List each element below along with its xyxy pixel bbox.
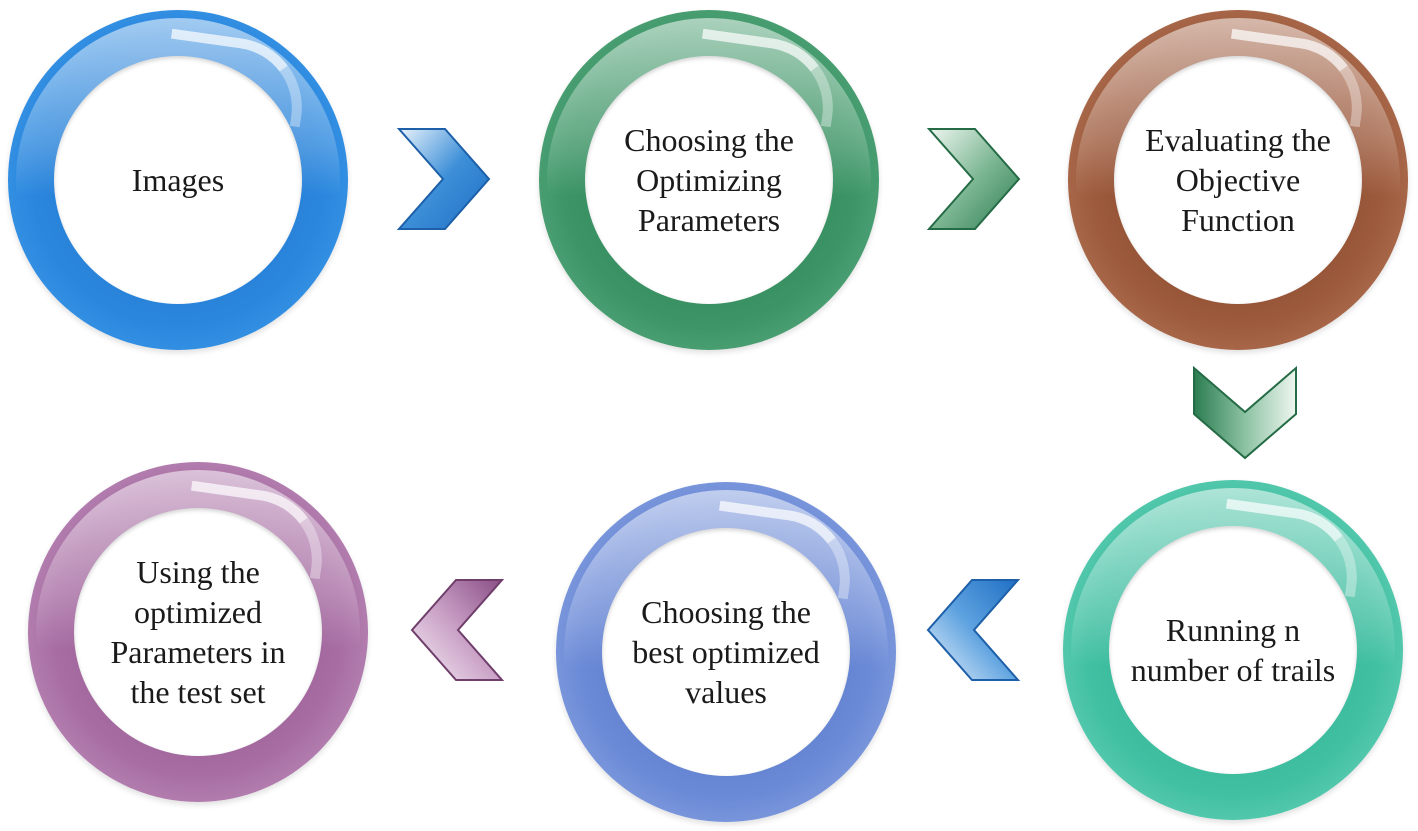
step-1-node: Images xyxy=(8,10,348,350)
step-1-label: Images xyxy=(131,162,225,198)
step-3-node: Evaluating the Objective Function xyxy=(1068,10,1408,350)
step-6-node: Using the optimized Parameters in the te… xyxy=(28,462,368,802)
step-5-label: Choosing the best optimized values xyxy=(632,594,820,710)
step-2-label: Choosing the Optimizing Parameters xyxy=(624,122,794,238)
step-4-node: Running n number of trails xyxy=(1063,480,1403,820)
step-6-label: Using the optimized Parameters in the te… xyxy=(110,554,286,710)
arrow-left-icon xyxy=(410,579,505,681)
arrow-left-icon xyxy=(926,579,1021,681)
arrow-right-icon xyxy=(396,128,491,230)
step-4-label: Running n number of trails xyxy=(1130,612,1336,688)
step-5-node: Choosing the best optimized values xyxy=(556,482,896,822)
arrow-down-icon xyxy=(1193,365,1297,460)
step-2-node: Choosing the Optimizing Parameters xyxy=(539,10,879,350)
step-3-label: Evaluating the Objective Function xyxy=(1145,122,1331,238)
arrow-right-icon xyxy=(926,128,1021,230)
